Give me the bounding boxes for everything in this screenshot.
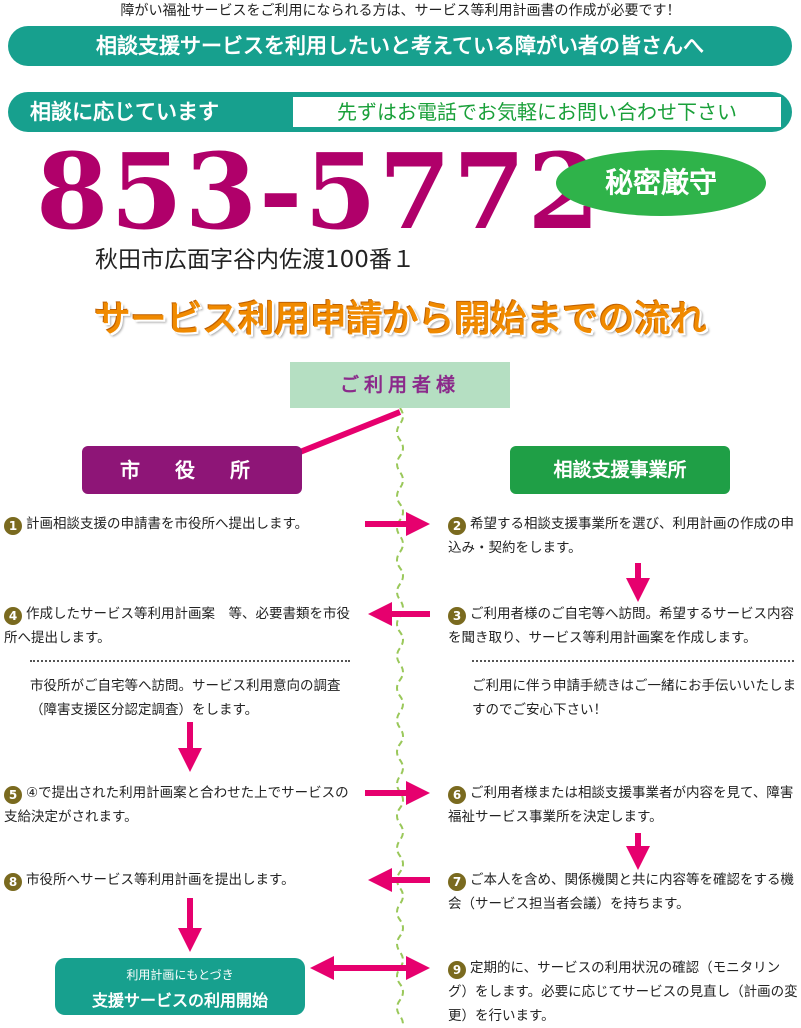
step-text: 計画相談支援の申請書を市役所へ提出します。 <box>26 516 309 532</box>
step-number: 4 <box>4 607 22 625</box>
step-number: 9 <box>448 961 466 979</box>
step-text: 定期的に、サービスの利用状況の確認（モニタリング）をします。必要に応じてサービス… <box>448 960 798 1024</box>
step-note: ご利用に伴う申請手続きはご一緒にお手伝いいたしますのでご安心下さい！ <box>472 678 796 718</box>
step-number: 8 <box>4 873 22 891</box>
top-note: 障がい福祉サービスをご利用になられる方は、サービス等利用計画書の作成が必要です！ <box>120 3 681 19</box>
step-text: ご利用者様のご自宅等へ訪問。希望するサービス内容を聞き取り、サービス等利用計画案… <box>448 606 794 646</box>
confidential-badge: 秘密厳守 <box>556 150 766 216</box>
service-start-box: 利用計画にもとづき 支援サービスの利用開始 <box>55 958 305 1015</box>
consult-sub: 先ずはお電話でお気軽にお問い合わせ下さい <box>293 97 781 127</box>
step-text: ご利用者様または相談支援事業者が内容を見て、障害福祉サービス事業所を決定します。 <box>448 785 794 825</box>
step-number: 1 <box>4 517 22 535</box>
step-number: 2 <box>448 517 466 535</box>
consult-office-box: 相談支援事業所 <box>510 446 730 494</box>
step-text: ④で提出された利用計画案と合わせた上でサービスの支給決定がされます。 <box>4 785 349 825</box>
step-number: 7 <box>448 873 466 891</box>
banner-consult: 相談に応じています 先ずはお電話でお気軽にお問い合わせ下さい <box>8 92 792 132</box>
service-start-title: 支援サービスの利用開始 <box>91 991 268 1010</box>
banner-target: 相談支援サービスを利用したいと考えている障がい者の皆さんへ <box>8 26 792 66</box>
step-text: 作成したサービス等利用計画案 等、必要書類を市役所へ提出します。 <box>4 606 350 646</box>
flow-title: サービス利用申請から開始までの流れ <box>94 299 707 340</box>
service-start-sub: 利用計画にもとづき <box>126 968 234 982</box>
center-divider <box>396 407 404 1024</box>
step-text: 希望する相談支援事業所を選び、利用計画の作成の申込み・契約をします。 <box>448 516 794 556</box>
divider <box>30 660 350 662</box>
step-number: 6 <box>448 786 466 804</box>
divider <box>472 660 794 662</box>
user-box: ご利用者様 <box>290 362 510 408</box>
step-note: 市役所がご自宅等へ訪問。サービス利用意向の調査（障害支援区分認定調査）をします。 <box>30 678 341 718</box>
step-text: ご本人を含め、関係機関と共に内容等を確認をする機会（サービス担当者会議）を持ちま… <box>448 872 794 912</box>
step-number: 5 <box>4 786 22 804</box>
city-office-box: 市 役 所 <box>82 446 302 494</box>
phone-number[interactable]: 853-5772 <box>36 130 602 253</box>
consult-label: 相談に応じています <box>30 100 219 124</box>
step-text: 市役所へサービス等利用計画を提出します。 <box>26 872 295 888</box>
address: 秋田市広面字谷内佐渡100番１ <box>95 247 415 273</box>
step-number: 3 <box>448 607 466 625</box>
